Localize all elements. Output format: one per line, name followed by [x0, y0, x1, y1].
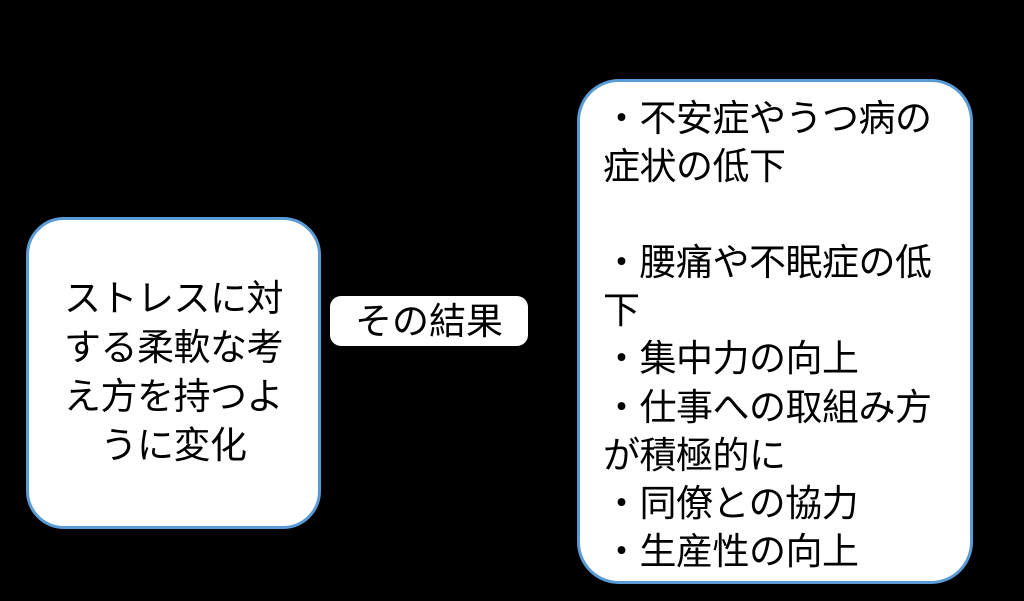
connector-label[interactable]: その結果 [330, 296, 528, 346]
cause-line-3: え方を持つよ [64, 376, 284, 417]
effect-line-5: 下 [603, 290, 640, 332]
connector-label-text: その結果 [355, 300, 503, 342]
effect-line-7: ・仕事への取組み方 [603, 386, 932, 428]
cause-box-text: ストレスに対 する柔軟な考 え方を持つよ うに変化 [29, 275, 318, 470]
effects-box[interactable]: ・不安症やうつ病の 症状の低下 ・腰痛や不眠症の低 下 ・集中力の向上 ・仕事へ… [577, 79, 973, 584]
effect-line-4: ・腰痛や不眠症の低 [603, 242, 932, 284]
effect-line-spacer [603, 191, 963, 239]
effect-line-8: が積極的に [603, 434, 786, 476]
cause-line-4: うに変化 [100, 424, 248, 466]
cause-line-2: する柔軟な考 [64, 327, 284, 369]
effect-line-6: ・集中力の向上 [603, 338, 859, 380]
cause-box[interactable]: ストレスに対 する柔軟な考 え方を持つよ うに変化 [26, 217, 321, 529]
effect-line-9: ・同僚との協力 [603, 482, 859, 524]
effects-box-text: ・不安症やうつ病の 症状の低下 ・腰痛や不眠症の低 下 ・集中力の向上 ・仕事へ… [603, 95, 963, 576]
effect-line-1: ・不安症やうつ病の [603, 98, 932, 139]
cause-line-1: ストレスに対 [64, 278, 284, 320]
effect-line-10: ・生産性の向上 [603, 530, 859, 572]
effect-line-2: 症状の低下 [603, 146, 786, 188]
